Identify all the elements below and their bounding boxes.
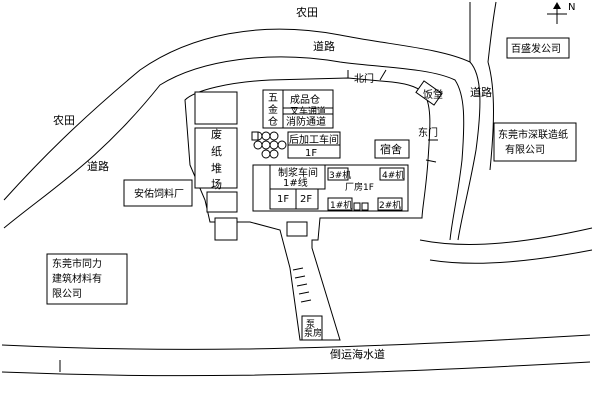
fire-lane-label: 消防通道: [286, 115, 326, 128]
machine-3-label: 3#机: [329, 169, 351, 181]
tank-3: [269, 131, 279, 141]
machine-2-cell: [377, 197, 403, 211]
machine-4-label: 4#机: [382, 169, 404, 181]
waste-bldg-4: [214, 217, 238, 241]
floor-2f-cell: [295, 188, 319, 210]
waste-bldg-3: [206, 191, 238, 213]
plant-1f-label: 厂房1F: [345, 181, 374, 193]
north-arrow-icon: N: [547, 2, 575, 24]
road-right-label: 道路: [470, 85, 492, 99]
north-gate-label: 北门: [354, 72, 374, 85]
north-arrow-label: N: [568, 2, 575, 13]
dormitory: [374, 139, 410, 159]
hardware-label-3: 仓: [268, 115, 278, 128]
farmland-top-label: 农田: [296, 5, 318, 19]
tank-8: [261, 149, 271, 159]
hardware-label-1: 五: [268, 93, 278, 104]
post-workshop-floor-label: 1F: [305, 148, 317, 159]
road-top-label: 道路: [313, 39, 335, 53]
tongli-label-2: 建筑材料有: [52, 272, 102, 285]
hardware-label-2: 金: [268, 103, 278, 116]
tank-4: [253, 140, 263, 150]
waste-bldg-2: [194, 127, 238, 189]
east-gate-mark: [425, 139, 438, 163]
waste-label-4: 场: [211, 177, 222, 191]
fire-lane: [282, 113, 334, 129]
tank-5: [261, 140, 271, 150]
tongli-label-1: 东莞市同力: [52, 257, 102, 270]
road-lower-right-1: [419, 227, 593, 245]
corridor-box-1: [286, 221, 308, 237]
road-lines: [1, 1, 593, 377]
stairs-corridor: [292, 267, 312, 303]
pulp-workshop-label: 制浆车间: [278, 166, 318, 179]
tongli-label-3: 限公司: [52, 288, 82, 300]
line-1-label: 1#线: [283, 176, 308, 189]
finished-goods-label: 成品仓: [290, 93, 320, 106]
floor-2f-label: 2F: [300, 194, 312, 205]
machine-1-cell: [327, 197, 353, 211]
shenlian-box: [493, 122, 577, 162]
tank-6: [269, 140, 279, 150]
road-inner-edge: [3, 56, 465, 241]
pulp-workshop: [269, 164, 326, 190]
road-lower-right-2: [429, 249, 593, 264]
tank-9: [269, 149, 279, 159]
floor-1f-label: 1F: [277, 194, 289, 205]
canal-top-edge: [1, 334, 591, 350]
canal-label: 倒运海水道: [330, 347, 385, 361]
machine-small-2: [361, 202, 369, 211]
tank-7: [277, 140, 287, 150]
post-workshop-label: 后加工车间: [289, 133, 339, 146]
tank-square: [251, 131, 259, 141]
east-gate-label: 东门: [418, 126, 438, 139]
pump-room-label: 泵房: [304, 327, 322, 339]
pump-room-label-1: 泵: [306, 319, 315, 330]
shenlian-label-1: 东莞市深联造纸: [498, 128, 568, 141]
waste-bldg-1: [194, 91, 238, 125]
waste-yard: 废 纸 堆 场: [194, 91, 238, 241]
anyou-box: [123, 179, 193, 207]
pump-room: [301, 315, 323, 341]
anyou-label: 安佑饲料厂: [134, 187, 184, 200]
road-left-label: 道路: [87, 159, 109, 173]
baishengfa-label: 百盛发公司: [511, 42, 561, 55]
waste-label-1: 废: [211, 127, 222, 141]
tank-cluster: [251, 131, 287, 159]
waste-label-3: 堆: [211, 162, 222, 175]
canteen: [415, 80, 443, 106]
tank-2: [261, 131, 271, 141]
tongli-box: [46, 253, 128, 305]
machine-1-label: 1#机: [330, 199, 352, 211]
warehouse-block: 五 金 仓 成品仓 叉车通道 消防通道: [262, 89, 334, 129]
canteen-label: 饭堂: [423, 89, 443, 101]
shenlian-label-2: 有限公司: [505, 143, 545, 156]
north-gate-mark: [347, 69, 387, 81]
factory-boundary: [184, 77, 431, 341]
road-right-curve: [487, 61, 494, 171]
machine-2-label: 2#机: [379, 199, 401, 211]
canal-bottom-edge: [1, 361, 591, 377]
farmland-left-label: 农田: [53, 113, 75, 127]
road-outer-edge: [3, 28, 481, 241]
main-plant: 制浆车间 1#线 1F 2F 3#机 4#机 厂房1F 1#机 2#机: [252, 164, 409, 212]
machine-4-cell: [379, 167, 405, 181]
dormitory-label: 宿舍: [380, 142, 402, 156]
road-right-top-right: [487, 1, 497, 63]
machine-3-cell: [327, 167, 349, 181]
baishengfa-box: [506, 37, 570, 59]
waste-label-2: 纸: [211, 145, 222, 158]
machine-small-1: [353, 202, 361, 211]
